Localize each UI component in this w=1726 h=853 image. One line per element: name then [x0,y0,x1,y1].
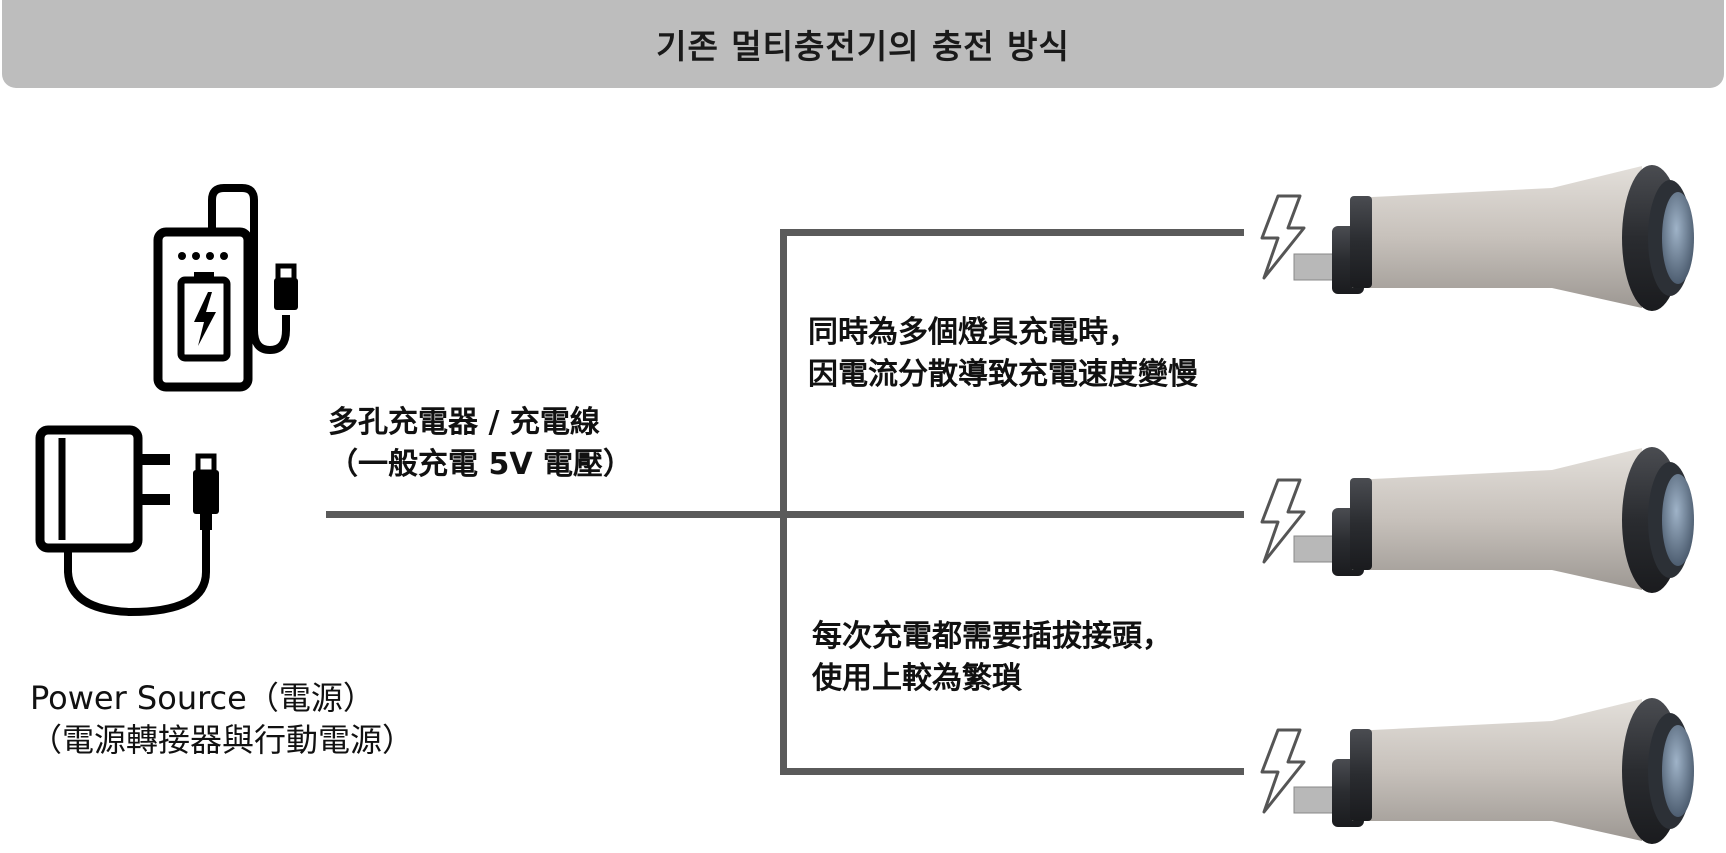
header-banner: 기존 멀티충전기의 충전 방식 [2,0,1724,88]
power-source-line1: Power Source（電源） [30,679,375,717]
note-slow-charging: 同時為多個燈具充電時， 因電流分散導致充電速度變慢 [808,312,1198,396]
wall-adapter-icon [35,425,219,617]
flashlight-device-image [1293,447,1694,593]
lightning-icon [1260,728,1306,814]
cable-line2: （一般充電 5V 電壓） [328,447,633,482]
power-bank-icon [153,184,298,392]
note-plug-line2: 使用上較為繁瑣 [812,661,1022,696]
note-slow-line2: 因電流分散導致充電速度變慢 [808,357,1198,392]
note-plugging: 每次充電都需要插拔接頭， 使用上較為繁瑣 [812,616,1172,700]
cable-line1: 多孔充電器 / 充電線 [328,405,600,440]
note-plug-line1: 每次充電都需要插拔接頭， [812,619,1172,654]
flashlight-device-image [1293,165,1694,311]
lightning-icon [1260,194,1306,280]
page-title: 기존 멀티충전기의 충전 방식 [656,27,1070,66]
lightning-icon [1260,478,1306,564]
cable-label: 多孔充電器 / 充電線 （一般充電 5V 電壓） [328,402,633,486]
note-slow-line1: 同時為多個燈具充電時， [808,315,1138,350]
power-source-line2: （電源轉接器與行動電源） [30,721,415,759]
flashlight-device-image [1293,698,1694,844]
splitter-vertical-line [780,229,787,775]
power-source-label: Power Source（電源） （電源轉接器與行動電源） [30,677,414,761]
bottom-branch-line [780,768,1244,775]
top-branch-line [780,229,1244,236]
